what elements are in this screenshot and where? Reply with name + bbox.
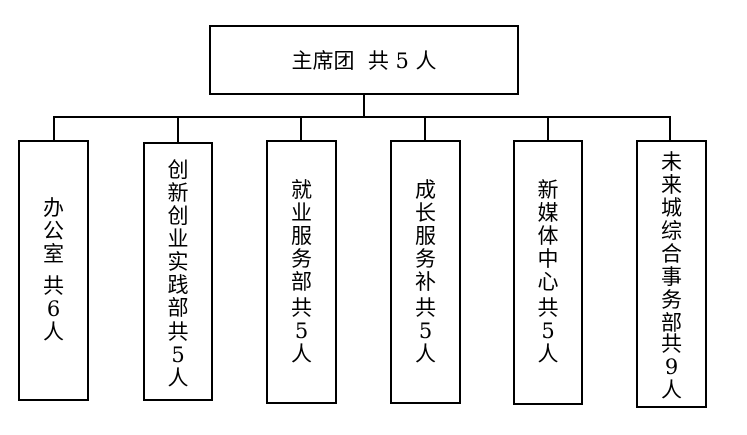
- dept-name-char: 就: [291, 178, 312, 202]
- dept-name-char: 心: [537, 270, 559, 294]
- dept-name-char: 办: [43, 196, 64, 220]
- dept-name-char: 务: [291, 247, 312, 271]
- dept-name-char: 部: [291, 270, 312, 294]
- connector-drop-3: [300, 116, 302, 140]
- dept-name-char: 实: [167, 250, 189, 274]
- dept-count-char: 人: [537, 342, 559, 366]
- dept-node-growth: 成 长 服 务 补 共 5 人: [390, 140, 461, 404]
- dept-name: 未 来 城 综 合 事 务 部: [638, 152, 705, 336]
- dept-count-char: 人: [661, 378, 682, 402]
- dept-name-char: 服: [415, 224, 436, 248]
- dept-node-new-media: 新 媒 体 中 心 共 5 人: [513, 140, 583, 405]
- dept-name-char: 践: [167, 273, 189, 297]
- dept-name-char: 业: [291, 201, 312, 225]
- dept-node-office: 办 公 室 共 6 人: [18, 140, 89, 401]
- dept-count-char: 共: [415, 296, 436, 320]
- dept-count: 共 5 人: [392, 298, 459, 367]
- dept-name-char: 务: [415, 247, 436, 271]
- dept-name-char: 公: [43, 219, 64, 243]
- dept-count-char: 共: [537, 296, 559, 320]
- dept-count-char: 5: [418, 319, 433, 343]
- dept-count-char: 5: [171, 343, 185, 367]
- dept-node-employment: 就 业 服 务 部 共 5 人: [266, 140, 337, 404]
- dept-count-char: 共: [167, 320, 189, 344]
- dept-name-char: 合: [661, 242, 682, 266]
- dept-count-char: 人: [291, 342, 312, 366]
- dept-count-char: 人: [167, 366, 189, 390]
- connector-drop-6: [669, 116, 671, 140]
- dept-name-char: 务: [661, 288, 682, 312]
- connector-drop-5: [547, 116, 549, 140]
- dept-count-char: 9: [664, 355, 679, 379]
- dept-name-char: 长: [415, 201, 436, 225]
- dept-name-char: 业: [167, 227, 189, 251]
- dept-count: 共 6 人: [20, 276, 87, 345]
- dept-count-char: 共: [291, 296, 312, 320]
- dept-name-char: 创: [167, 158, 189, 182]
- dept-name-char: 室: [43, 242, 64, 266]
- dept-name: 办 公 室: [20, 198, 87, 267]
- dept-count-char: 人: [43, 320, 64, 344]
- dept-node-innovation: 创 新 创 业 实 践 部 共 5 人: [143, 142, 213, 401]
- dept-count: 共 5 人: [145, 322, 211, 391]
- dept-name-char: 新: [537, 178, 559, 202]
- dept-name-char: 城: [661, 196, 682, 220]
- connector-trunk: [363, 95, 365, 117]
- dept-name-char: 未: [661, 150, 682, 174]
- connector-horizontal: [53, 116, 671, 118]
- top-node-label: 主席团 共 5 人: [291, 49, 437, 73]
- connector-drop-1: [53, 116, 55, 140]
- dept-count: 共 5 人: [268, 298, 335, 367]
- dept-name-char: 成: [415, 178, 436, 202]
- dept-count: 共 9 人: [638, 334, 705, 403]
- dept-name-char: 部: [661, 311, 682, 335]
- dept-count-char: 5: [294, 319, 309, 343]
- dept-count-char: 共: [661, 332, 682, 356]
- dept-name-char: 新: [167, 181, 189, 205]
- dept-name-char: 事: [661, 265, 682, 289]
- dept-name-char: 服: [291, 224, 312, 248]
- dept-name: 创 新 创 业 实 践 部: [145, 160, 211, 321]
- dept-name: 成 长 服 务 补: [392, 180, 459, 295]
- dept-name-char: 中: [537, 247, 559, 271]
- dept-name-char: 综: [661, 219, 682, 243]
- connector-drop-2: [177, 116, 179, 142]
- dept-name-char: 来: [661, 173, 682, 197]
- dept-count-char: 共: [43, 274, 64, 298]
- dept-count-char: 5: [541, 319, 555, 343]
- dept-name-char: 媒: [537, 201, 559, 225]
- dept-count-char: 人: [415, 342, 436, 366]
- connector-drop-4: [424, 116, 426, 140]
- dept-name-char: 补: [415, 270, 436, 294]
- dept-count-char: 6: [46, 297, 61, 321]
- top-node-presidium: 主席团 共 5 人: [209, 25, 519, 95]
- dept-name-char: 体: [537, 224, 559, 248]
- dept-name: 新 媒 体 中 心: [515, 180, 581, 295]
- dept-name-char: 创: [167, 204, 189, 228]
- dept-node-future-city: 未 来 城 综 合 事 务 部 共 9 人: [636, 140, 707, 408]
- dept-name-char: 部: [167, 296, 189, 320]
- dept-name: 就 业 服 务 部: [268, 180, 335, 295]
- dept-count: 共 5 人: [515, 298, 581, 367]
